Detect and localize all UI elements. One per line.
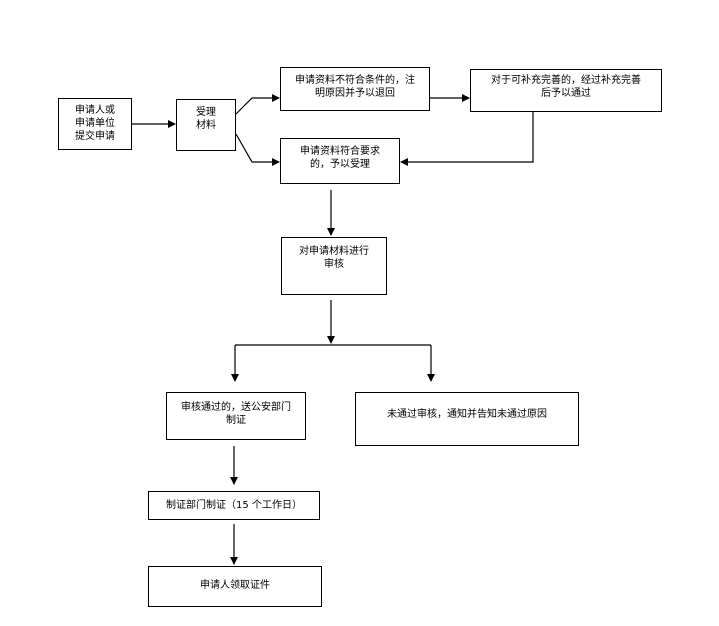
node-qualified-accept: 申请资料符合要求 的，予以受理 [280,138,400,184]
node-collect-certificate: 申请人领取证件 [148,566,322,607]
node-make-certificate: 制证部门制证（15 个工作日） [148,491,320,520]
node-review-materials-line-2: 审核 [324,259,344,270]
node-review-failed: 未通过审核，通知并告知未通过原因 [355,392,579,446]
node-review-materials-line-1: 对申请材料进行 [299,246,369,257]
node-accept-materials-line-2: 材料 [196,120,216,131]
node-qualified-accept-line-2: 的，予以受理 [310,159,370,170]
node-reject-return-line-1: 申请资料不符合条件的，注 [295,75,415,86]
node-submit-application: 申请人或 申请单位 提交申请 [58,98,132,150]
node-submit-application-line-2: 申请单位 [75,118,115,129]
arrow-supplement-to-qualified [400,112,534,166]
node-reject-return: 申请资料不符合条件的，注 明原因并予以退回 [280,67,430,111]
node-supplement-pass: 对于可补充完善的，经过补充完善 后予以通过 [470,69,662,112]
node-reject-return-line-2: 明原因并予以退回 [315,88,395,99]
node-qualified-accept-line-1: 申请资料符合要求 [300,146,380,157]
node-submit-application-line-3: 提交申请 [75,131,115,142]
node-review-failed-line-1: 未通过审核，通知并告知未通过原因 [387,409,547,420]
node-accept-materials: 受理 材料 [176,99,236,151]
node-review-passed-line-1: 审核通过的，送公安部门 [181,402,291,413]
node-supplement-pass-line-2: 后予以通过 [541,88,591,99]
node-accept-materials-line-1: 受理 [196,107,216,118]
node-collect-certificate-line-1: 申请人领取证件 [200,580,270,591]
node-make-certificate-line-1: 制证部门制证（15 个工作日） [166,500,302,511]
node-supplement-pass-line-1: 对于可补充完善的，经过补充完善 [491,75,641,86]
arrow-accept-to-qualified [235,133,280,166]
arrow-accept-to-reject [235,94,280,115]
node-submit-application-line-1: 申请人或 [75,105,115,116]
node-review-passed-line-2: 制证 [226,415,246,426]
node-review-materials: 对申请材料进行 审核 [281,237,387,295]
node-review-passed: 审核通过的，送公安部门 制证 [166,392,306,440]
